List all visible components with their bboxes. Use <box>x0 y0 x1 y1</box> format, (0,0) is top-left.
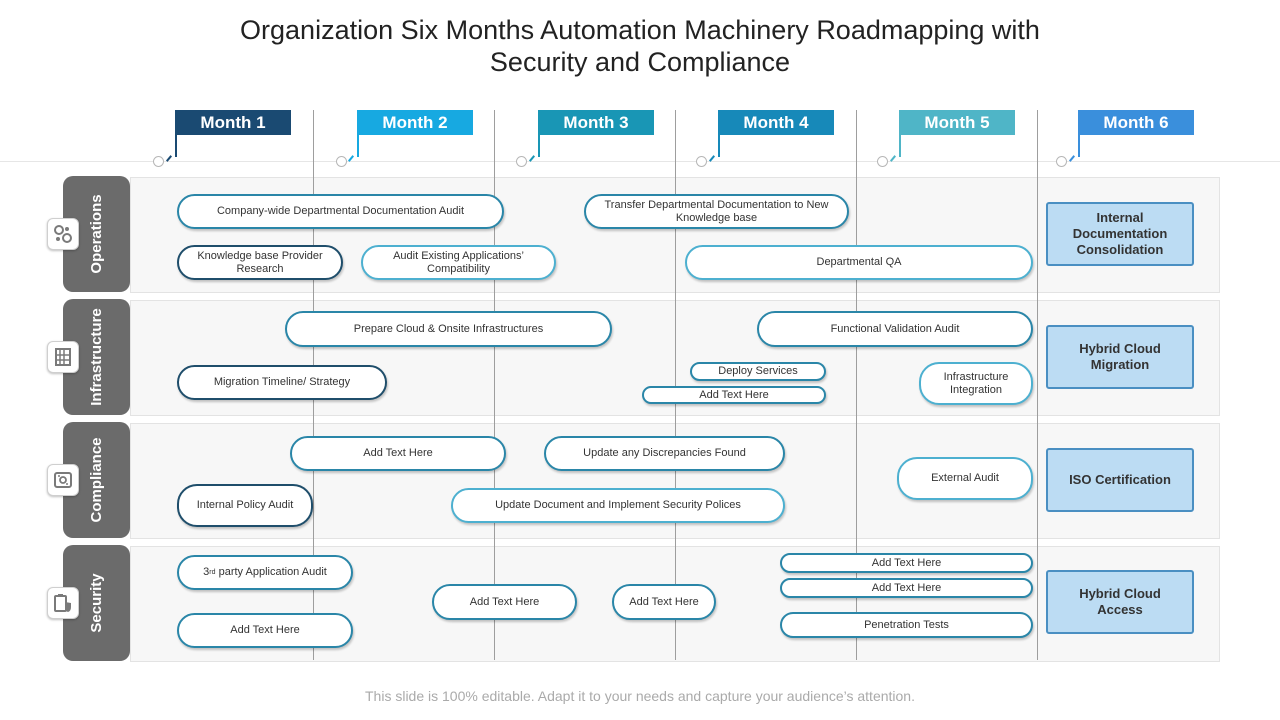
task-company-wide-documentation-audit: Company-wide Departmental Documentation … <box>177 194 504 229</box>
task-infrastructure-integration: Infrastructure Integration <box>919 362 1033 405</box>
month-5-marker <box>877 156 888 167</box>
outcome-iso-certification: ISO Certification <box>1046 448 1194 512</box>
category-label-security: Security <box>88 573 105 633</box>
task-external-audit: External Audit <box>897 457 1033 500</box>
month-4-flagpole <box>718 135 720 157</box>
task-third-party-ordinal: rd <box>209 569 216 576</box>
task-add-text-infrastructure: Add Text Here <box>642 386 826 404</box>
task-update-discrepancies: Update any Discrepancies Found <box>544 436 785 471</box>
task-add-text-security-3: Add Text Here <box>612 584 716 620</box>
task-functional-validation-audit: Functional Validation Audit <box>757 311 1033 347</box>
task-knowledge-base-provider-research: Knowledge base Provider Research <box>177 245 343 280</box>
task-prepare-cloud-onsite: Prepare Cloud & Onsite Infrastructures <box>285 311 612 347</box>
category-label-compliance: Compliance <box>88 437 105 523</box>
month-5-header: Month 5 <box>899 110 1015 135</box>
task-migration-timeline-strategy: Migration Timeline/ Strategy <box>177 365 387 400</box>
task-deploy-services: Deploy Services <box>690 362 826 381</box>
month-divider <box>675 110 676 660</box>
timeline-axis <box>0 161 1280 162</box>
month-2-header: Month 2 <box>357 110 473 135</box>
task-third-party-number: 3 <box>203 566 210 578</box>
category-label-operations: Operations <box>88 194 105 274</box>
clipboard-shield-icon <box>47 587 79 619</box>
title-line-1: Organization Six Months Automation Machi… <box>240 15 1040 45</box>
month-6-flagpole <box>1078 135 1080 157</box>
task-update-document-security-polices: Update Document and Implement Security P… <box>451 488 785 523</box>
month-6-marker <box>1056 156 1067 167</box>
month-divider <box>856 110 857 660</box>
month-3-header: Month 3 <box>538 110 654 135</box>
month-2-flagpole <box>357 135 359 157</box>
month-4-header: Month 4 <box>718 110 834 135</box>
month-3-marker <box>516 156 527 167</box>
month-1-flagpole <box>175 135 177 157</box>
month-1-header: Month 1 <box>175 110 291 135</box>
month-2-marker <box>336 156 347 167</box>
task-third-party-text: party Application Audit <box>215 566 327 578</box>
task-add-text-security-1: Add Text Here <box>177 613 353 648</box>
task-add-text-security-5: Add Text Here <box>780 578 1033 598</box>
month-divider <box>494 110 495 660</box>
footer-note: This slide is 100% editable. Adapt it to… <box>365 688 915 704</box>
outcome-internal-documentation-consolidation: Internal Documentation Consolidation <box>1046 202 1194 266</box>
month-divider <box>1037 110 1038 660</box>
month-1-marker <box>153 156 164 167</box>
page-title: Organization Six Months Automation Machi… <box>140 14 1140 78</box>
month-5-flagpole <box>899 135 901 157</box>
outcome-hybrid-cloud-access: Hybrid Cloud Access <box>1046 570 1194 634</box>
outcome-hybrid-cloud-migration: Hybrid Cloud Migration <box>1046 325 1194 389</box>
month-6-header: Month 6 <box>1078 110 1194 135</box>
gears-icon <box>47 218 79 250</box>
server-icon <box>47 341 79 373</box>
category-label-infrastructure: Infrastructure <box>88 308 105 406</box>
settings-panel-icon <box>47 464 79 496</box>
month-3-flagpole <box>538 135 540 157</box>
task-internal-policy-audit: Internal Policy Audit <box>177 484 313 527</box>
month-4-marker <box>696 156 707 167</box>
task-departmental-qa: Departmental QA <box>685 245 1033 280</box>
task-transfer-documentation: Transfer Departmental Documentation to N… <box>584 194 849 229</box>
task-audit-existing-applications: Audit Existing Applications’ Compatibili… <box>361 245 556 280</box>
task-add-text-compliance: Add Text Here <box>290 436 506 471</box>
task-add-text-security-4: Add Text Here <box>780 553 1033 573</box>
task-add-text-security-2: Add Text Here <box>432 584 577 620</box>
title-line-2: Security and Compliance <box>489 47 791 77</box>
task-penetration-tests: Penetration Tests <box>780 612 1033 638</box>
